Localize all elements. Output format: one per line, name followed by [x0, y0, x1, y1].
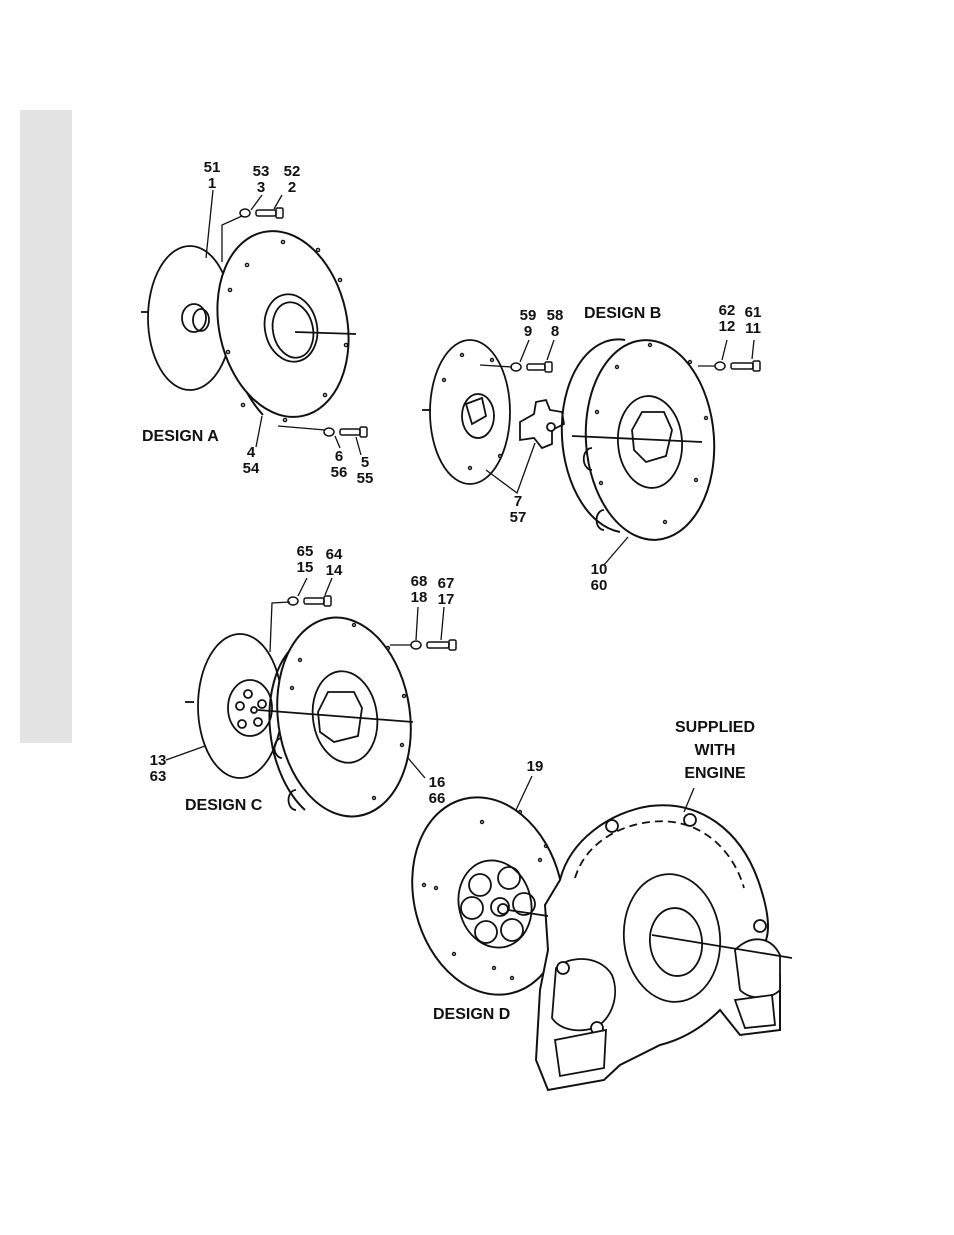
- callout-number: 57: [510, 510, 527, 526]
- callout-number: 13: [150, 753, 167, 769]
- callout-number: 56: [331, 465, 348, 481]
- callout-number: 65: [297, 544, 314, 560]
- callout-number: 1: [204, 176, 221, 192]
- callout-number: 53: [253, 164, 270, 180]
- callout-number: 9: [520, 324, 537, 340]
- supplied-with-engine-note: SUPPLIED WITH ENGINE: [675, 716, 755, 785]
- design-c-flywheel-disc: [258, 609, 423, 825]
- design-a-flywheel-disc: [201, 219, 365, 430]
- design-b-hub-plate: [422, 340, 510, 484]
- callout-number: 19: [527, 759, 544, 775]
- callout-number: 59: [520, 308, 537, 324]
- note-line: SUPPLIED: [675, 716, 755, 739]
- callout-number: 17: [438, 592, 455, 608]
- callout-number: 10: [591, 562, 608, 578]
- design-b-title: DESIGN B: [584, 306, 661, 322]
- callout-number: 58: [547, 308, 564, 324]
- design-b-flywheel-disc: [562, 336, 721, 544]
- callout-number: 12: [719, 319, 736, 335]
- callout-number: 64: [326, 547, 343, 563]
- callout-number: 55: [357, 471, 374, 487]
- callout-number: 51: [204, 160, 221, 176]
- note-line: ENGINE: [675, 762, 755, 785]
- note-line: WITH: [675, 739, 755, 762]
- callout-number: 8: [547, 324, 564, 340]
- callout-number: 15: [297, 560, 314, 576]
- callout-number: 7: [510, 494, 527, 510]
- callout-number: 67: [438, 576, 455, 592]
- design-b-coupling-insert: [520, 400, 564, 448]
- callout-number: 60: [591, 578, 608, 594]
- callout-number: 63: [150, 769, 167, 785]
- callout-number: 18: [411, 590, 428, 606]
- callout-number: 5: [357, 455, 374, 471]
- design-c-title: DESIGN C: [185, 798, 262, 814]
- callout-19: 19: [527, 759, 544, 775]
- callout-number: 6: [331, 449, 348, 465]
- callout-number: 3: [253, 180, 270, 196]
- callout-number: 61: [745, 305, 762, 321]
- callout-number: 16: [429, 775, 446, 791]
- callout-number: 14: [326, 563, 343, 579]
- callout-number: 11: [745, 321, 762, 337]
- design-d-flywheel-housing: [508, 805, 792, 1090]
- callout-number: 54: [243, 461, 260, 477]
- callout-number: 4: [243, 445, 260, 461]
- callout-number: 66: [429, 791, 446, 807]
- design-d-title: DESIGN D: [433, 1007, 510, 1023]
- design-c-hub-plate: [185, 634, 282, 778]
- callout-number: 52: [284, 164, 301, 180]
- design-a-title: DESIGN A: [142, 429, 219, 445]
- callout-number: 2: [284, 180, 301, 196]
- callout-number: 62: [719, 303, 736, 319]
- callout-number: 68: [411, 574, 428, 590]
